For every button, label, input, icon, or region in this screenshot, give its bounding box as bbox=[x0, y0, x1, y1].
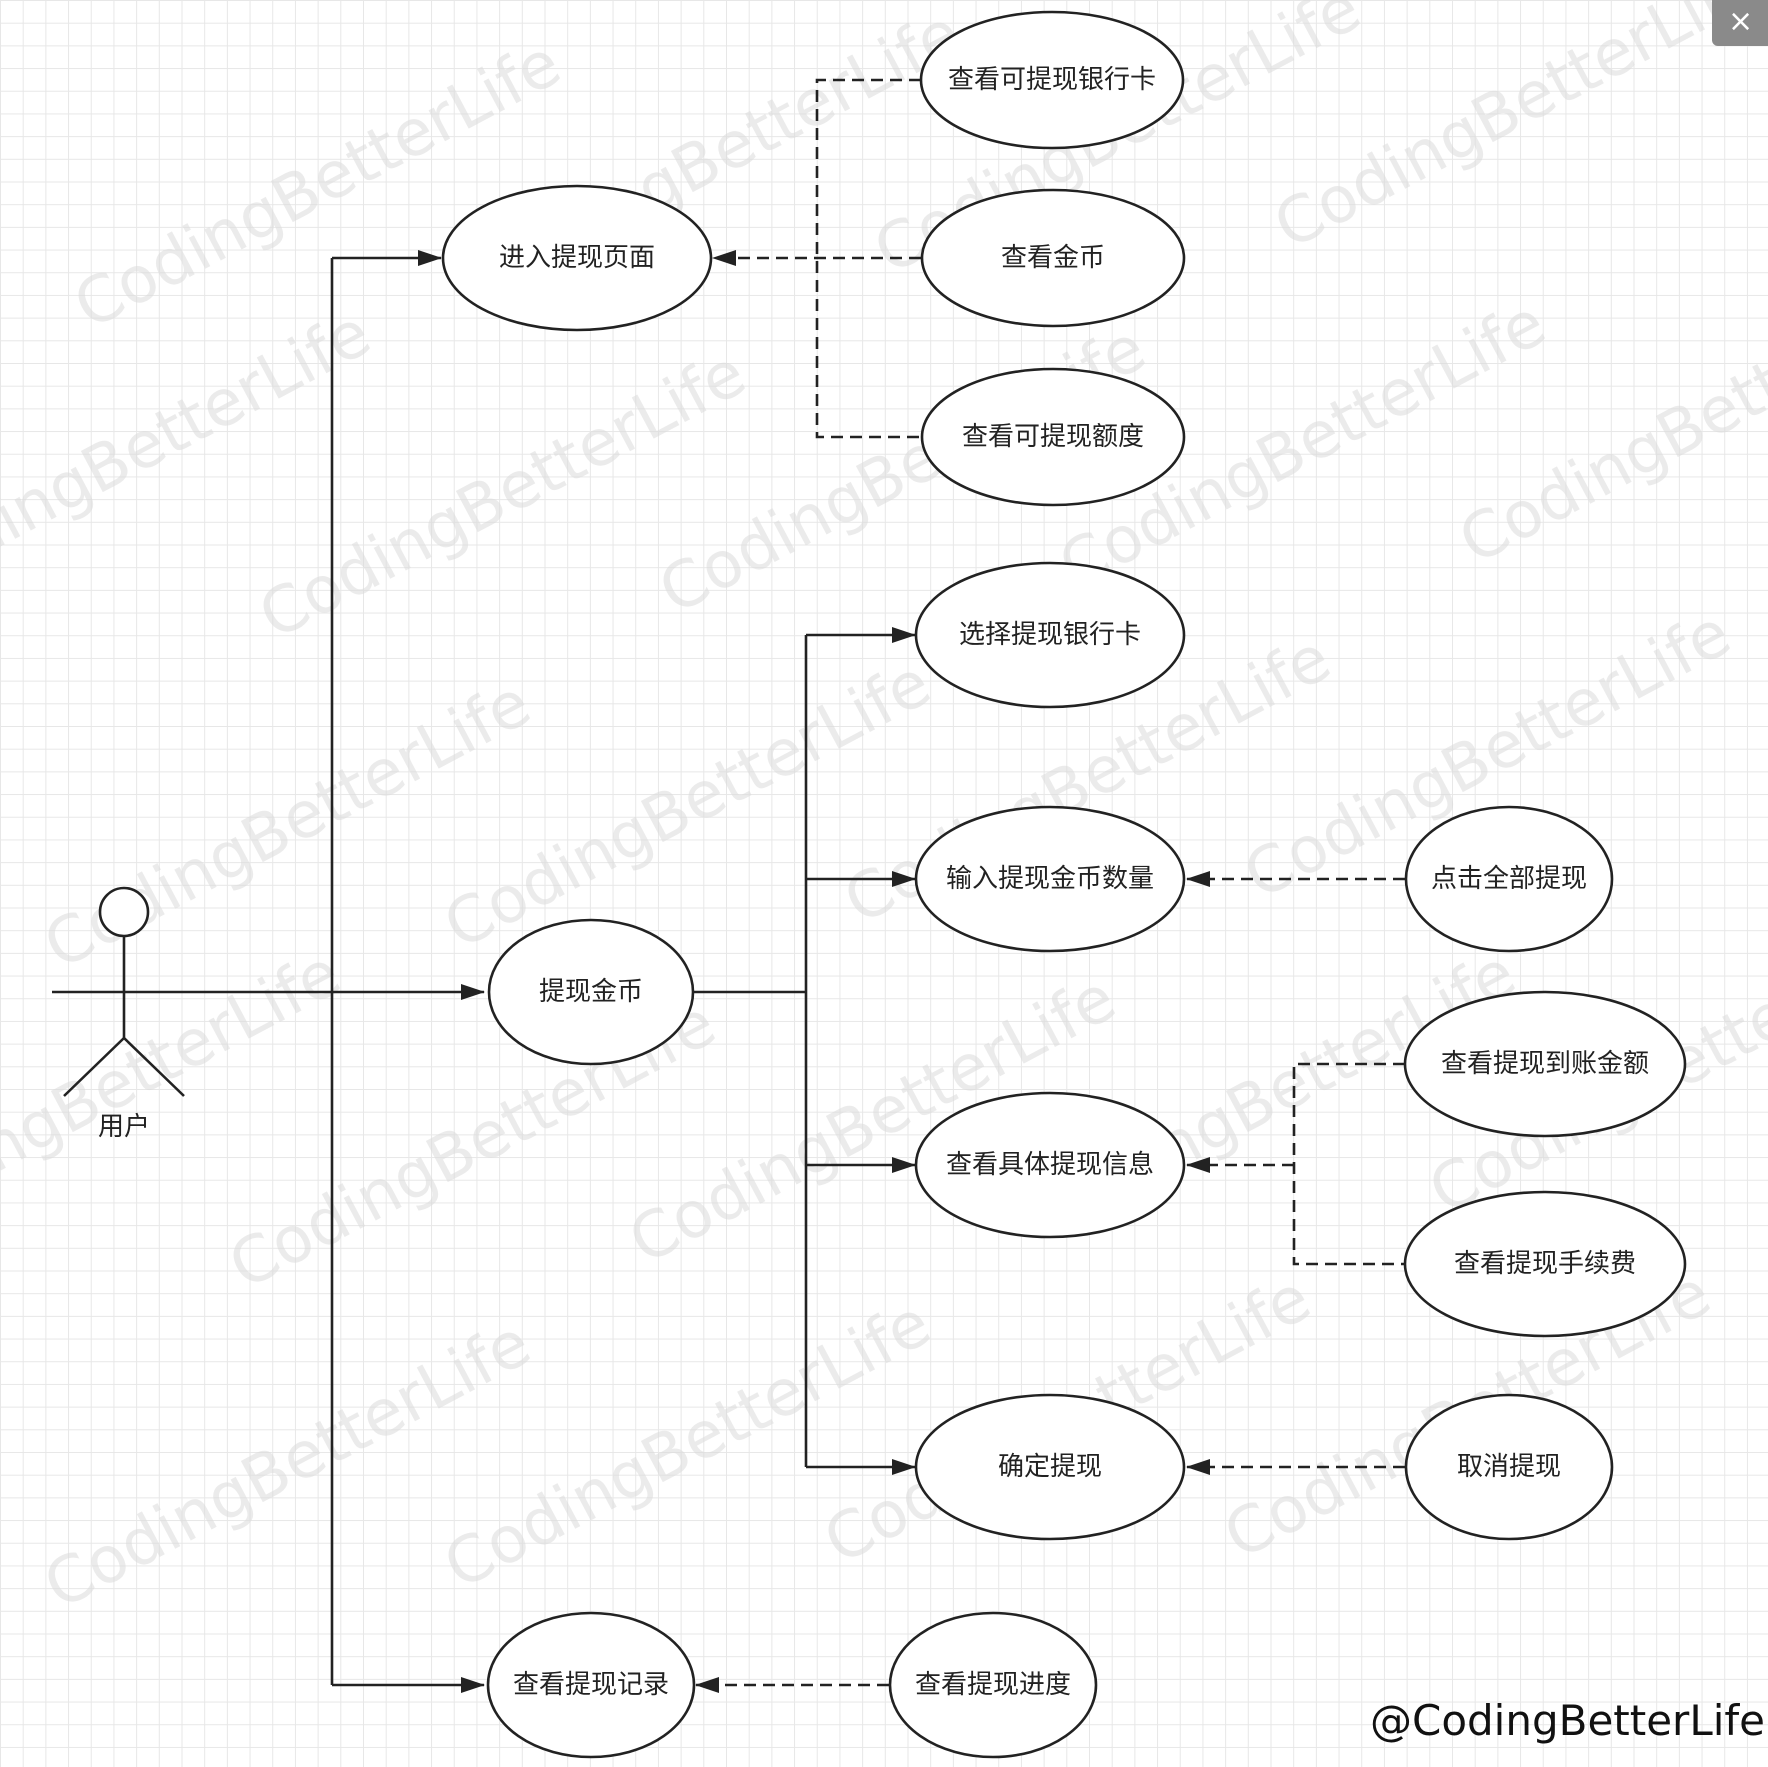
use-case-click-all[interactable]: 点击全部提现 bbox=[1404, 805, 1614, 953]
use-case-ellipse bbox=[920, 367, 1186, 507]
use-case-label: 查看金币 bbox=[1001, 243, 1105, 273]
use-case-label: 查看提现进度 bbox=[915, 1670, 1071, 1700]
use-case-ellipse bbox=[487, 918, 695, 1066]
use-case-view-records[interactable]: 查看提现记录 bbox=[486, 1611, 696, 1759]
use-case-ellipse bbox=[914, 561, 1186, 709]
enter-page-bracket bbox=[815, 78, 921, 439]
close-icon: × bbox=[1728, 4, 1754, 39]
use-case-label: 查看提现记录 bbox=[513, 1670, 669, 1700]
use-case-view-arrival[interactable]: 查看提现到账金额 bbox=[1403, 990, 1687, 1138]
use-case-label: 输入提现金币数量 bbox=[946, 864, 1154, 894]
use-case-label: 取消提现 bbox=[1457, 1452, 1561, 1482]
use-case-view-detail[interactable]: 查看具体提现信息 bbox=[914, 1091, 1186, 1239]
use-case-ellipse bbox=[1403, 1190, 1687, 1338]
use-case-ellipse bbox=[914, 805, 1186, 953]
use-case-ellipse bbox=[914, 1393, 1186, 1541]
use-case-label: 点击全部提现 bbox=[1431, 864, 1587, 894]
use-case-withdraw-coins[interactable]: 提现金币 bbox=[487, 918, 695, 1066]
use-case-view-progress[interactable]: 查看提现进度 bbox=[888, 1611, 1098, 1759]
use-case-ellipse bbox=[486, 1611, 696, 1759]
use-case-ellipse bbox=[920, 188, 1186, 328]
use-case-ellipse bbox=[441, 184, 713, 332]
use-case-ellipse bbox=[914, 1091, 1186, 1239]
use-case-label: 查看提现到账金额 bbox=[1441, 1049, 1649, 1079]
use-case-label: 选择提现银行卡 bbox=[959, 620, 1141, 650]
use-case-ellipse bbox=[1404, 805, 1614, 953]
use-case-view-cards[interactable]: 查看可提现银行卡 bbox=[919, 10, 1185, 150]
use-case-label: 进入提现页面 bbox=[499, 243, 655, 273]
actor-right-leg bbox=[123, 1037, 185, 1097]
use-case-ellipse bbox=[1404, 1393, 1614, 1541]
use-case-input-amount[interactable]: 输入提现金币数量 bbox=[914, 805, 1186, 953]
use-case-ellipse bbox=[888, 1611, 1098, 1759]
use-case-label: 提现金币 bbox=[539, 977, 643, 1007]
actor-user: 用户 bbox=[52, 886, 196, 1142]
use-case-select-card[interactable]: 选择提现银行卡 bbox=[914, 561, 1186, 709]
association-lines bbox=[196, 250, 916, 1693]
use-case-label: 查看提现手续费 bbox=[1454, 1249, 1636, 1279]
use-case-label: 查看具体提现信息 bbox=[946, 1150, 1154, 1180]
credit-text: @CodingBetterLife bbox=[1370, 1696, 1765, 1745]
use-case-cancel[interactable]: 取消提现 bbox=[1404, 1393, 1614, 1541]
use-case-confirm[interactable]: 确定提现 bbox=[914, 1393, 1186, 1541]
use-case-label: 查看可提现额度 bbox=[962, 422, 1144, 452]
use-case-view-limit[interactable]: 查看可提现额度 bbox=[920, 367, 1186, 507]
use-case-label: 确定提现 bbox=[998, 1452, 1102, 1482]
use-case-view-fee[interactable]: 查看提现手续费 bbox=[1403, 1190, 1687, 1338]
use-case-view-coins[interactable]: 查看金币 bbox=[920, 188, 1186, 328]
use-case-enter-page[interactable]: 进入提现页面 bbox=[441, 184, 713, 332]
use-case-label: 查看可提现银行卡 bbox=[948, 65, 1156, 95]
use-case-ellipse bbox=[919, 10, 1185, 150]
dashed-relations bbox=[695, 78, 1405, 1693]
use-case-ellipse bbox=[1403, 990, 1687, 1138]
actor-label: 用户 bbox=[98, 1112, 150, 1142]
actor-left-leg bbox=[63, 1037, 125, 1097]
actor-head bbox=[98, 886, 150, 938]
close-button[interactable]: × bbox=[1712, 0, 1768, 46]
